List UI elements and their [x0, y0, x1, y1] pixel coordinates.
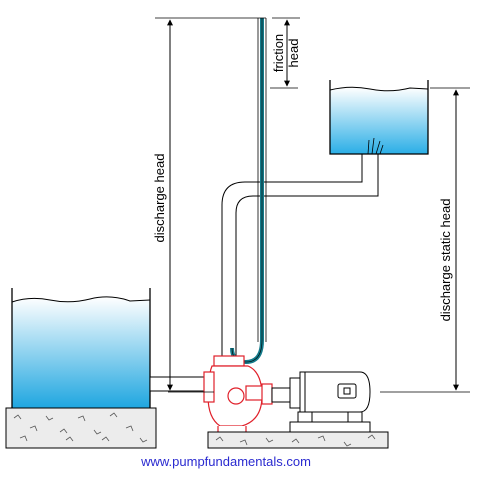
label-discharge-head: discharge head [152, 154, 167, 243]
pump-casing [203, 355, 273, 435]
label-friction-head-line1: friction [271, 34, 286, 72]
pump-base [207, 431, 389, 449]
suction-tank-water [12, 296, 150, 408]
manometer-tube [230, 18, 267, 365]
suction-tank-base [5, 407, 157, 449]
reference-lines [155, 17, 470, 393]
discharge-tank-water [330, 87, 428, 154]
suction-tank [11, 288, 151, 408]
discharge-pipe [221, 154, 379, 360]
motor [271, 371, 371, 433]
discharge-splash [367, 137, 384, 155]
label-friction-head-line2: head [286, 39, 301, 68]
footer-url: www.pumpfundamentals.com [140, 454, 311, 469]
label-discharge-static-head: discharge static head [438, 199, 453, 322]
discharge-tank [329, 80, 429, 155]
